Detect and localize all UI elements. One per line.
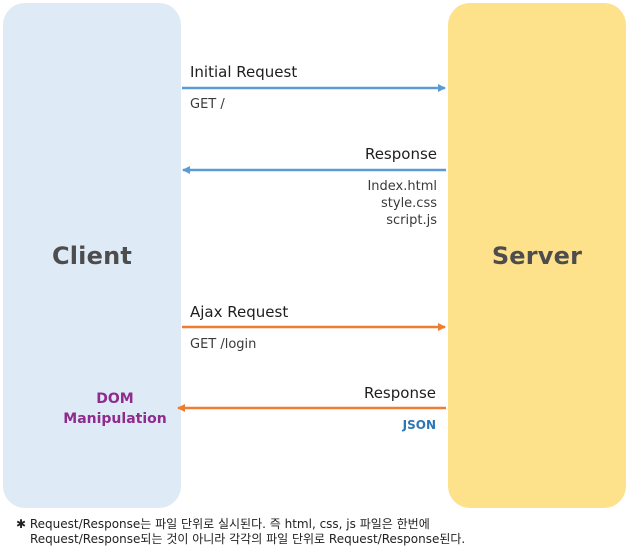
response-detail-css: style.css: [381, 196, 437, 211]
dom-label-line2: Manipulation: [63, 411, 167, 427]
client-box: Client: [3, 3, 181, 508]
footnote-line1: ✱ Request/Response는 파일 단위로 실시된다. 즉 html,…: [16, 517, 430, 531]
dom-manipulation-label: DOM Manipulation: [55, 389, 175, 429]
footnote-line2: Request/Response되는 것이 아니라 각각의 파일 단위로 Req…: [30, 532, 466, 546]
ajax-request-label: Ajax Request: [190, 303, 289, 321]
server-box: Server: [448, 3, 626, 508]
response-detail-js: script.js: [386, 213, 437, 228]
dom-label-line1: DOM: [96, 391, 134, 407]
footnote: ✱ Request/Response는 파일 단위로 실시된다. 즉 html,…: [16, 517, 616, 547]
server-title: Server: [491, 241, 583, 270]
client-title: Client: [51, 241, 133, 270]
initial-request-detail: GET /: [190, 97, 225, 112]
response-label-1: Response: [364, 145, 437, 163]
ajax-request-detail: GET /login: [190, 337, 257, 352]
response-detail-html: Index.html: [367, 179, 437, 194]
initial-request-label: Initial Request: [190, 63, 298, 81]
response-label-2: Response: [363, 384, 436, 402]
json-label: JSON: [402, 418, 436, 432]
